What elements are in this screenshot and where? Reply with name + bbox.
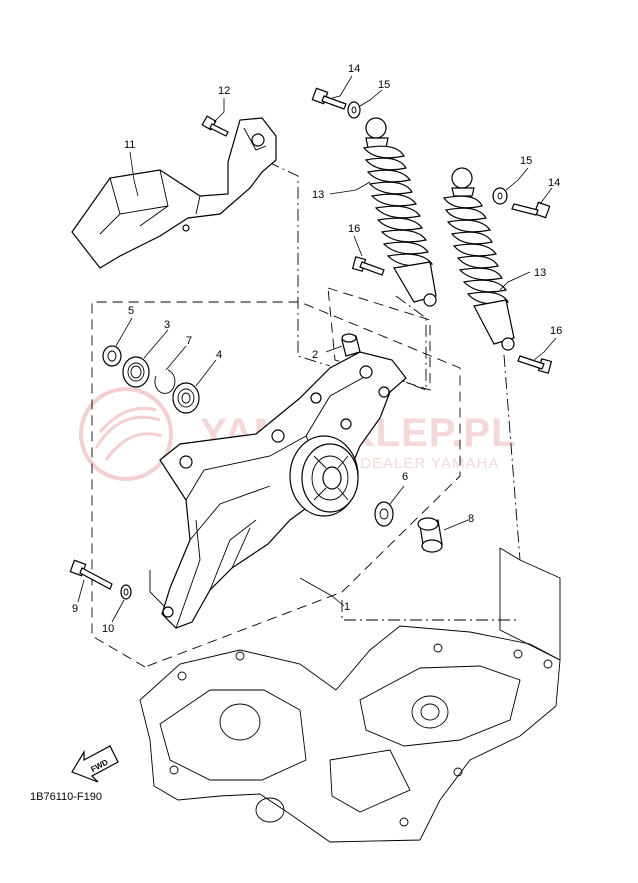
crankcase-outline — [139, 625, 561, 843]
washer-part-6 — [374, 501, 394, 527]
callout-3: 3 — [164, 319, 170, 331]
callout-2: 2 — [312, 349, 318, 361]
washer-part-10 — [120, 584, 132, 600]
shock-absorber-right-part-13 — [442, 167, 515, 351]
callout-4: 4 — [216, 349, 222, 361]
callout-13-left: 13 — [312, 189, 324, 201]
callout-16-right: 16 — [550, 325, 562, 337]
assembly-boundary-box — [91, 301, 461, 668]
bolt-part-14-left — [311, 87, 347, 110]
circlip-part-7 — [154, 369, 176, 394]
callout-14-right: 14 — [548, 177, 560, 189]
callout-9: 9 — [72, 603, 78, 615]
watermark-logo-icon — [79, 387, 173, 481]
callout-13-right: 13 — [534, 267, 546, 279]
bolt-part-9 — [69, 559, 113, 590]
callout-14-left: 14 — [348, 63, 360, 75]
callout-15-right: 15 — [520, 155, 532, 167]
oil-seal-part-3 — [122, 356, 150, 388]
bolt-part-16-right — [517, 355, 553, 374]
washer-part-15-right — [492, 187, 508, 205]
callout-1: 1 — [344, 601, 350, 613]
callout-11: 11 — [124, 139, 135, 151]
bolt-part-14-right — [511, 201, 551, 219]
callout-10: 10 — [102, 623, 114, 635]
callout-7: 7 — [186, 335, 192, 347]
callout-15-left: 15 — [378, 79, 390, 91]
leader-lines — [77, 75, 557, 623]
collar-part-2 — [341, 333, 361, 357]
bolt-part-16-left — [351, 256, 385, 276]
callout-labels: 12 11 14 15 13 16 15 14 13 16 5 3 7 4 2 … — [72, 63, 562, 635]
washer-part-15-left — [347, 101, 361, 119]
shock-absorber-left-part-13 — [362, 117, 437, 307]
bolt-part-12 — [201, 115, 229, 137]
bracket-boundary-box — [327, 287, 431, 391]
fwd-arrow-icon: FWD — [71, 745, 119, 783]
callout-8: 8 — [468, 513, 474, 525]
callout-6: 6 — [402, 471, 408, 483]
bearing-part-4 — [172, 382, 200, 414]
damper-part-8 — [417, 517, 443, 553]
bracket-part-1 — [159, 351, 407, 629]
diagram-code: 1B76110-F190 — [30, 791, 102, 803]
callout-16-left: 16 — [348, 223, 360, 235]
cover-part-11 — [71, 117, 277, 269]
callout-12: 12 — [218, 85, 230, 97]
callout-5: 5 — [128, 305, 134, 317]
collar-part-5 — [102, 345, 122, 367]
